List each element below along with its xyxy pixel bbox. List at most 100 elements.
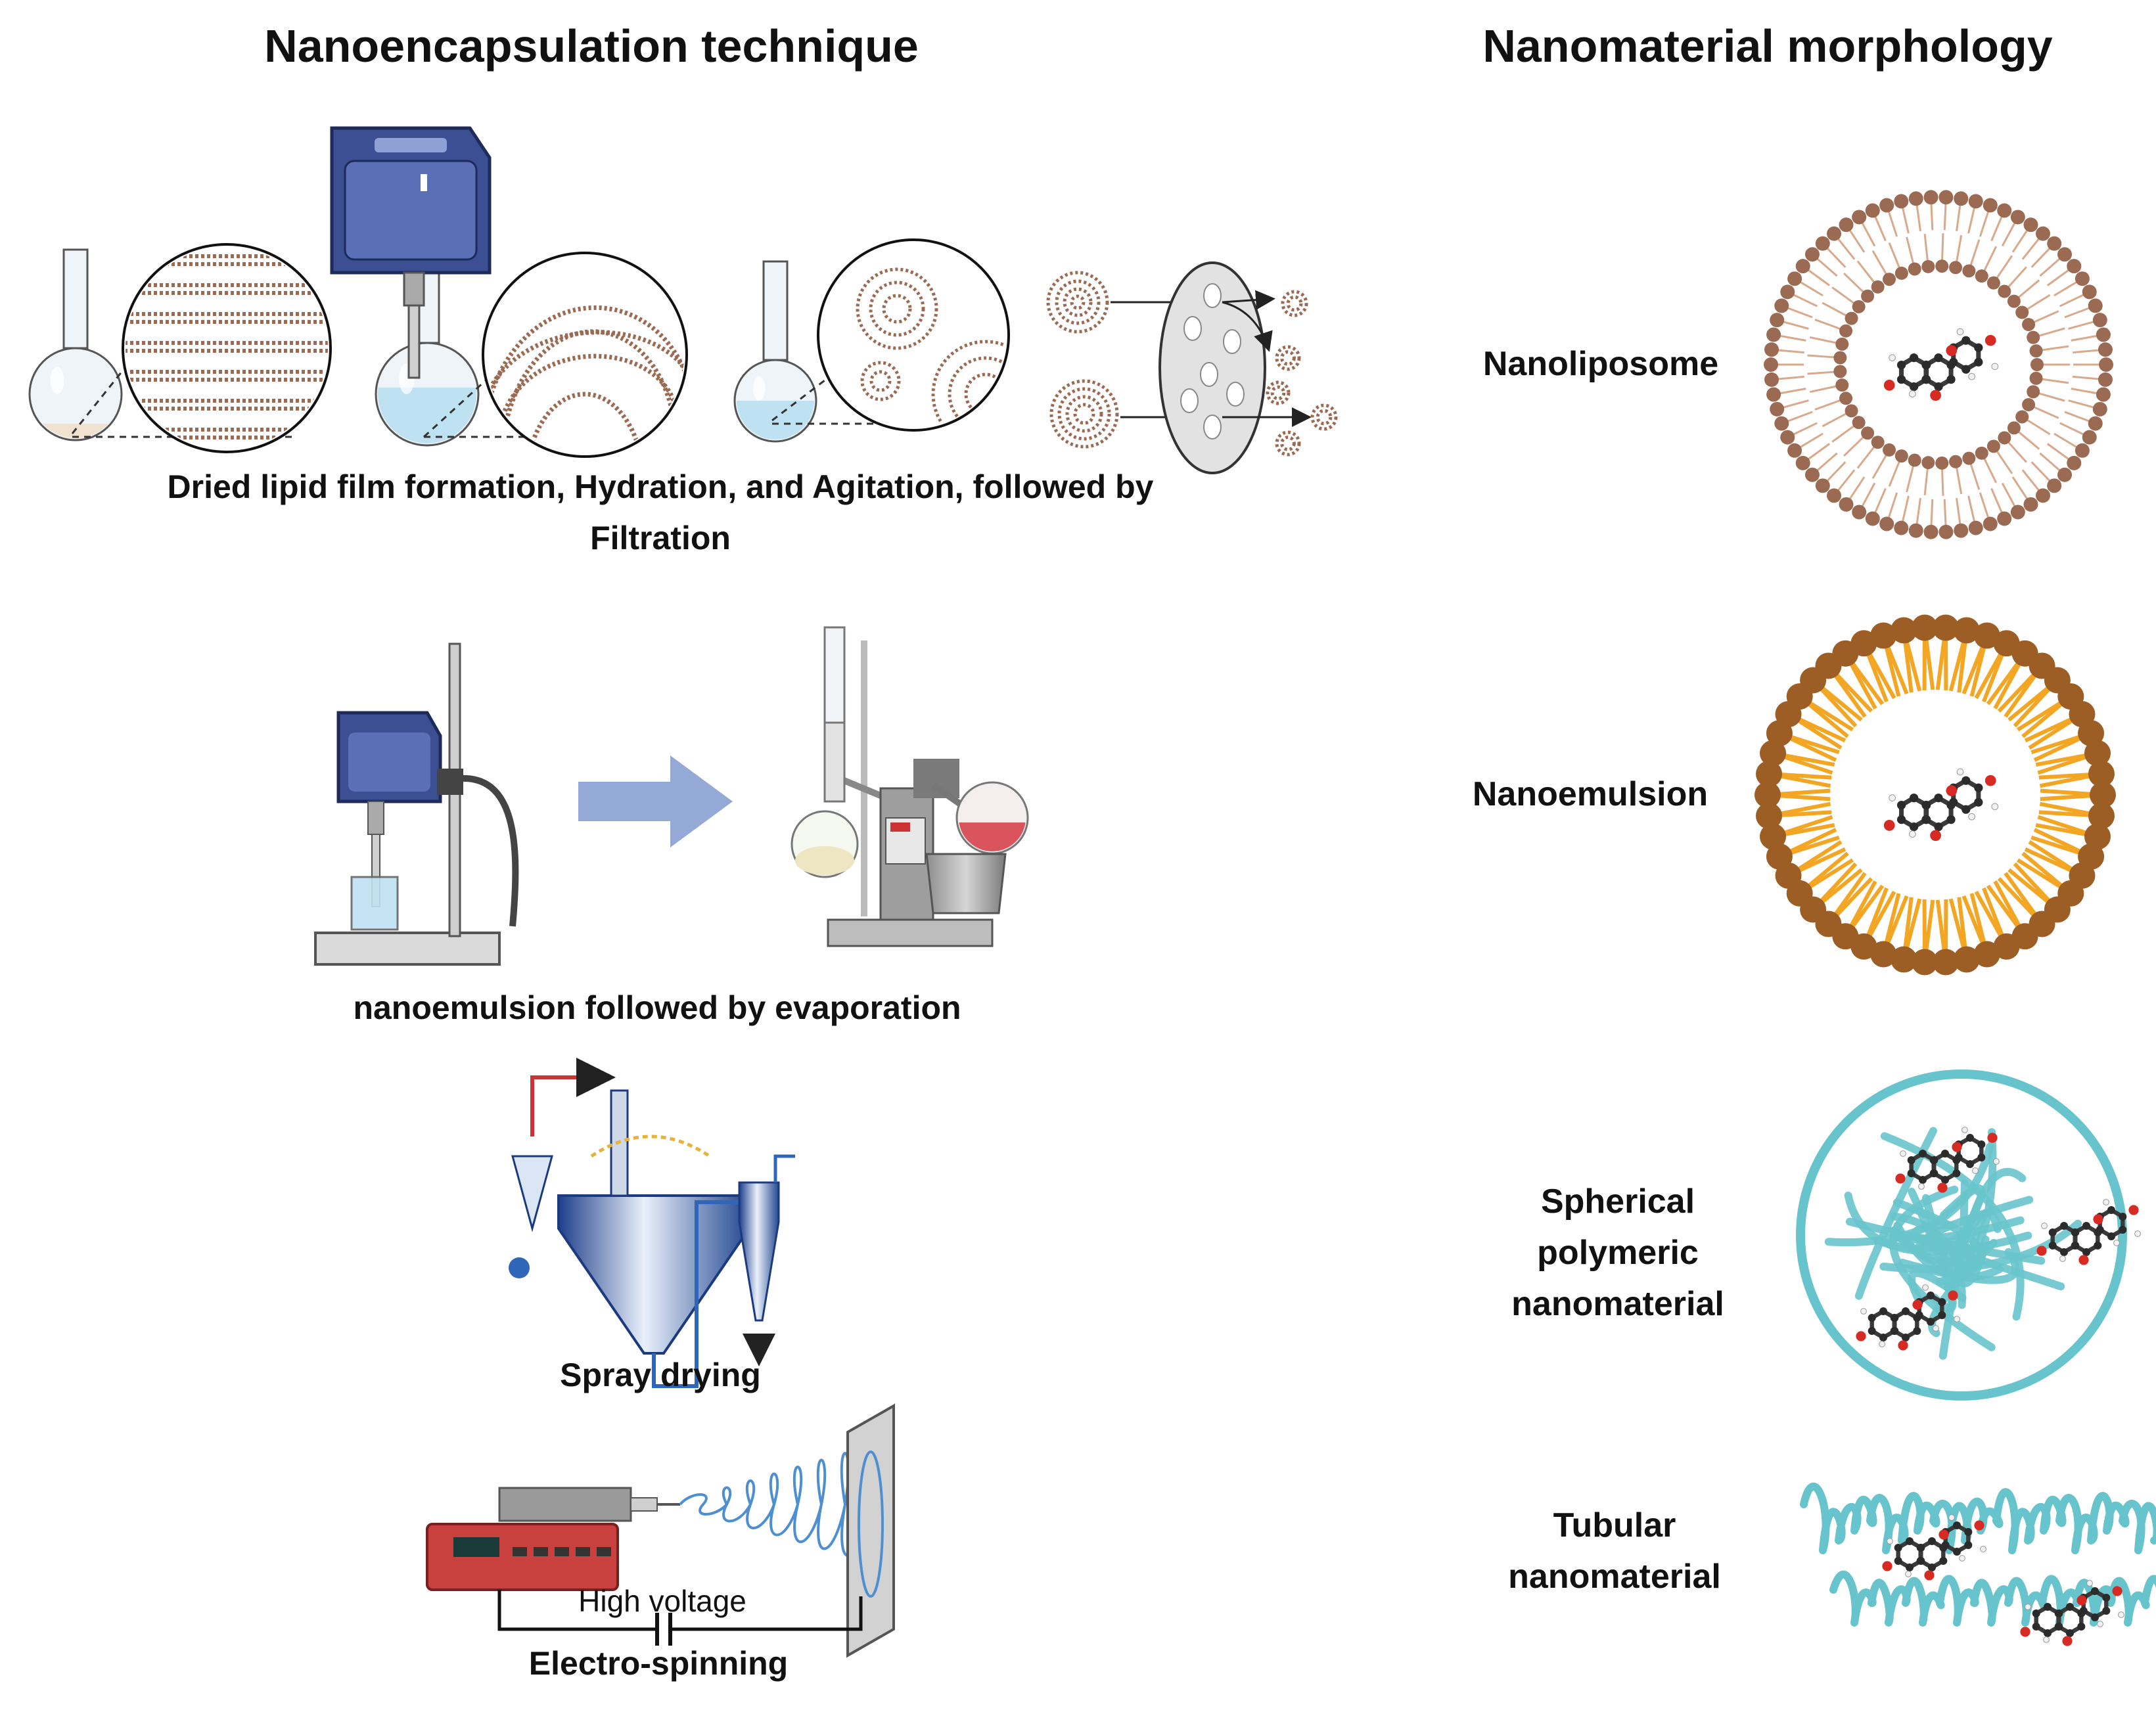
outer-lipid-head — [1764, 342, 1779, 357]
inner-lipid-head — [1908, 454, 1921, 467]
outer-lipid-head — [2099, 357, 2113, 372]
pump-display — [453, 1537, 499, 1557]
inner-lipid-head — [2030, 372, 2043, 385]
outer-lipid-head — [1852, 210, 1866, 224]
inner-lipid-head — [1987, 439, 2000, 453]
outer-lipid-head — [2047, 478, 2061, 493]
encapsulated-molecule-1 — [1884, 328, 1998, 401]
outer-lipid-head — [1780, 284, 1795, 299]
tubular-polymer-structure — [1804, 1487, 2156, 1623]
filtration-membrane — [1048, 263, 1336, 473]
inner-lipid-head — [1949, 455, 1962, 468]
outer-lipid-head — [1997, 511, 2011, 526]
outer-lipid-head — [1787, 443, 1802, 458]
spherical-polymeric-label-line1: Spherical — [1541, 1176, 1695, 1227]
outer-lipid-head — [2096, 388, 2111, 402]
outer-lipid-head — [1954, 191, 1968, 206]
outer-lipid-head — [1909, 191, 1923, 206]
zoom-hydrated-bilayers — [478, 253, 699, 473]
outer-lipid-head — [1894, 194, 1908, 208]
outer-lipid-head — [1774, 298, 1789, 313]
high-voltage-label: High voltage — [578, 1583, 746, 1619]
surfactant-head — [2088, 761, 2115, 787]
inner-lipid-head — [1921, 260, 1935, 273]
inner-lipid-head — [1833, 351, 1846, 365]
outer-lipid-head — [2093, 402, 2107, 416]
outer-lipid-head — [2023, 217, 2038, 232]
pump-key — [597, 1547, 611, 1556]
outer-lipid-head — [1839, 217, 1854, 232]
outer-lipid-head — [2067, 259, 2081, 273]
outer-lipid-head — [1983, 198, 1998, 212]
outer-lipid-head — [1866, 204, 1880, 218]
outer-lipid-head — [2075, 443, 2090, 458]
inner-lipid-head — [2027, 385, 2040, 398]
inner-lipid-head — [1962, 264, 1975, 277]
inner-lipid-head — [1998, 431, 2011, 444]
inner-lipid-head — [1975, 447, 1988, 460]
spherical-polymeric-label-line3: nanomaterial — [1511, 1278, 1724, 1330]
spray-drying-caption: Spray drying — [560, 1356, 761, 1394]
inner-lipid-head — [1908, 262, 1921, 275]
syringe-barrel — [499, 1488, 631, 1521]
outer-lipid-head — [1938, 190, 1953, 204]
inner-lipid-head — [1845, 404, 1858, 417]
feed-pump — [509, 1257, 530, 1278]
outer-lipid-head — [2047, 236, 2061, 251]
inner-lipid-head — [1861, 290, 1874, 303]
zoom-multilamellar-vesicles — [818, 240, 1038, 447]
outer-lipid-head — [2023, 497, 2038, 512]
nanoemulsion-structure — [1755, 615, 2116, 976]
outer-lipid-head — [1954, 524, 1968, 538]
inner-lipid-head — [1871, 436, 1885, 449]
flask-hydration — [376, 244, 478, 490]
inner-lipid-head — [2027, 331, 2040, 344]
inner-lipid-head — [1883, 273, 1896, 286]
syringe-tip — [631, 1498, 657, 1511]
outer-lipid-head — [1894, 521, 1908, 535]
technique-header: Nanoencapsulation technique — [264, 20, 919, 72]
cyclone-separator — [739, 1182, 779, 1320]
outer-lipid-head — [1764, 372, 1779, 387]
outer-lipid-head — [1805, 468, 1820, 482]
outer-lipid-head — [1852, 505, 1866, 520]
outer-lipid-head — [1787, 271, 1802, 286]
outer-lipid-head — [1766, 388, 1781, 402]
outer-lipid-head — [1997, 204, 2011, 218]
outer-lipid-head — [2075, 271, 2090, 286]
outer-lipid-head — [1770, 402, 1784, 416]
inner-lipid-head — [1871, 281, 1885, 294]
pump-key — [555, 1547, 569, 1556]
inner-lipid-head — [1883, 443, 1896, 457]
inner-lipid-head — [1845, 312, 1858, 325]
outer-lipid-head — [2088, 416, 2103, 431]
inner-lipid-head — [1935, 457, 1948, 470]
inner-lipid-head — [1895, 267, 1908, 280]
tubular-label-line2: nanomaterial — [1508, 1551, 1721, 1602]
inner-lipid-head — [2015, 306, 2029, 319]
outer-lipid-head — [2067, 456, 2081, 470]
outer-lipid-head — [1924, 525, 1938, 539]
inner-lipid-head — [2007, 295, 2021, 308]
lipid-film-caption-line2: Filtration — [590, 519, 731, 557]
outer-lipid-head — [2082, 430, 2097, 445]
outer-lipid-head — [1766, 327, 1781, 342]
nanoemulsion-method-illustration — [315, 627, 1028, 964]
feed-funnel — [513, 1156, 552, 1228]
inner-lipid-head — [1975, 269, 1988, 282]
pump-key — [534, 1547, 548, 1556]
electrospinning-caption: Electro-spinning — [529, 1644, 788, 1682]
inner-lipid-head — [1839, 392, 1852, 405]
flask-agitation — [735, 261, 816, 482]
outer-lipid-head — [1866, 511, 1880, 526]
outer-lipid-head — [1924, 190, 1938, 204]
outer-lipid-head — [1796, 259, 1810, 273]
homogenizer-stand — [315, 644, 515, 964]
morphology-header: Nanomaterial morphology — [1482, 20, 2052, 72]
lipid-film-method-illustration — [30, 128, 1336, 516]
feed-line — [532, 1077, 608, 1136]
inner-lipid-head — [1949, 261, 1962, 274]
inner-lipid-head — [1921, 456, 1935, 469]
inner-lipid-head — [1839, 325, 1852, 338]
